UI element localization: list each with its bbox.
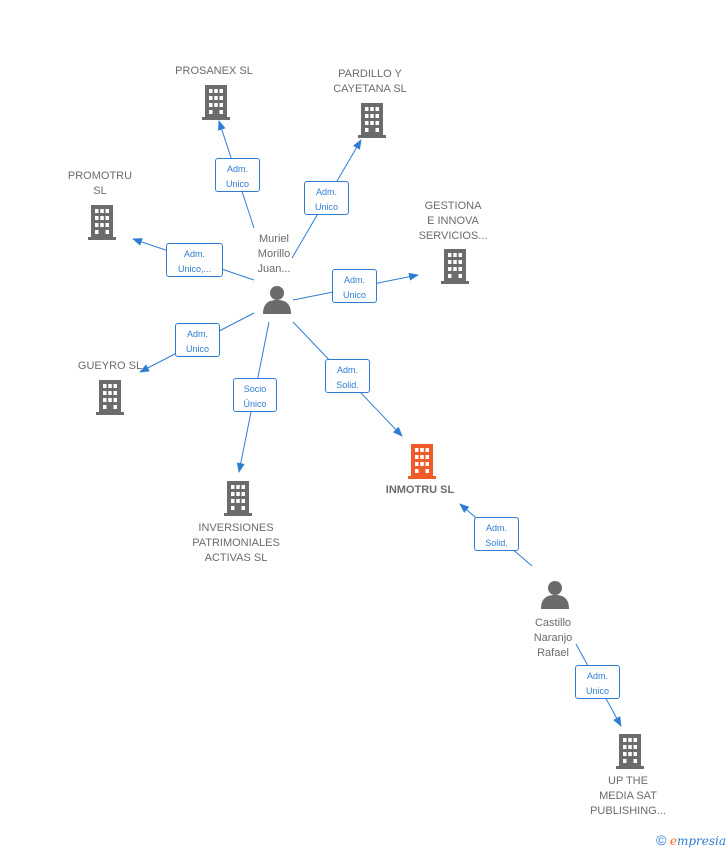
building-icon[interactable] — [358, 103, 386, 138]
relation-label: Socio Único — [233, 378, 277, 412]
relation-label: Adm. Solid. — [474, 517, 519, 551]
relation-label: Adm. Unico — [575, 665, 620, 699]
person-icon[interactable] — [541, 581, 569, 609]
node-label-inmotru[interactable]: INMOTRU SL — [385, 484, 455, 496]
relation-label: Adm. Solid. — [325, 359, 370, 393]
brand-logo-initial: e — [669, 834, 677, 848]
relation-detail: Solid. — [336, 380, 359, 390]
node-label-inversiones[interactable]: INVERSIONES PATRIMONIALES ACTIVAS SL — [192, 522, 280, 564]
relation-role: Adm. — [343, 275, 365, 285]
relation-detail: Único — [243, 399, 267, 409]
relation-detail: Unico — [342, 290, 366, 300]
relation-role: Adm. — [586, 671, 608, 681]
relation-label: Adm. Unico,... — [166, 243, 223, 277]
node-label-pardillo[interactable]: PARDILLO Y CAYETANA SL — [333, 68, 407, 95]
relation-detail: Unico — [185, 344, 209, 354]
relation-role: Adm. — [226, 164, 248, 174]
building-icon[interactable] — [408, 444, 436, 479]
relation-label: Adm. Unico — [332, 269, 377, 303]
relation-detail: Unico — [585, 686, 609, 696]
relation-detail: Unico — [225, 179, 249, 189]
relation-role: Adm. — [485, 523, 507, 533]
node-label-castillo[interactable]: Castillo Naranjo Rafael — [533, 617, 573, 659]
node-label-promotru[interactable]: PROMOTRU SL — [67, 170, 133, 197]
node-label-gueyro[interactable]: GUEYRO SL — [77, 360, 143, 372]
node-label-up-media[interactable]: UP THE MEDIA SAT PUBLISHING... — [590, 775, 666, 817]
relation-role: Socio — [243, 384, 267, 394]
footer-brand[interactable]: © empresia — [656, 832, 726, 848]
building-icon[interactable] — [441, 249, 469, 284]
node-label-gestiona[interactable]: GESTIONA E INNOVA SERVICIOS... — [418, 200, 488, 242]
relation-role: Adm. — [183, 249, 205, 259]
relation-detail: Unico — [314, 202, 338, 212]
building-icon[interactable] — [96, 380, 124, 415]
relation-label: Adm. Unico — [215, 158, 260, 192]
building-icon[interactable] — [616, 734, 644, 769]
brand-logo-text: mpresia — [676, 834, 726, 848]
relation-detail: Unico,... — [177, 264, 211, 274]
relation-detail: Solid. — [485, 538, 508, 548]
building-icon[interactable] — [202, 85, 230, 120]
node-label-muriel[interactable]: Muriel Morillo Juan... — [257, 233, 291, 275]
person-icon[interactable] — [263, 286, 291, 314]
relation-label: Adm. Unico — [304, 181, 349, 215]
building-icon[interactable] — [88, 205, 116, 240]
copyright-icon: © — [656, 832, 667, 848]
relation-role: Adm. — [336, 365, 358, 375]
building-icon[interactable] — [224, 481, 252, 516]
relation-label: Adm. Unico — [175, 323, 220, 357]
relation-role: Adm. — [186, 329, 208, 339]
relation-role: Adm. — [315, 187, 337, 197]
node-label-prosanex[interactable]: PROSANEX SL — [175, 65, 253, 77]
